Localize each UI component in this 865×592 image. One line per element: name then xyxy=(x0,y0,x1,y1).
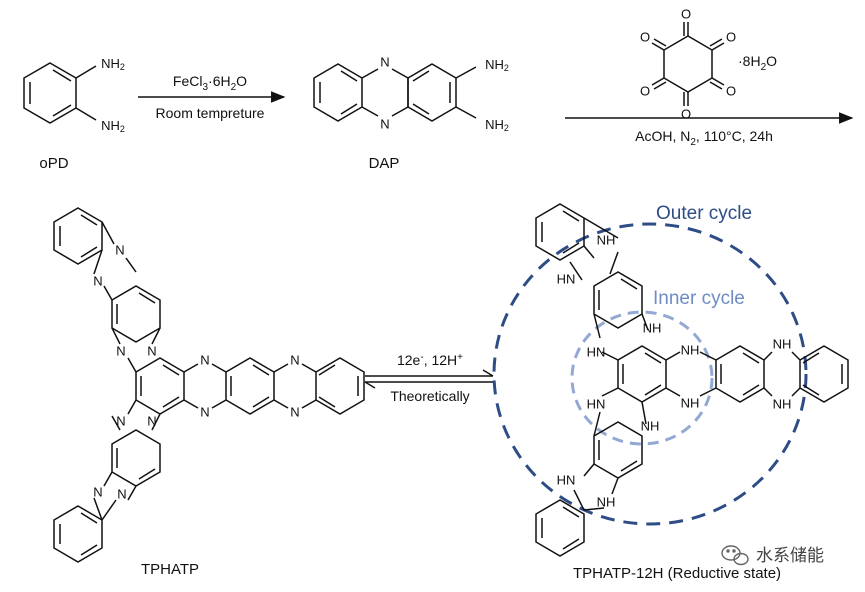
tphatp12h-nh: NH xyxy=(681,396,700,411)
tphatp-n-atoms: N N N N N N N N N N N N xyxy=(93,243,299,502)
tphatp12h-label: TPHATP-12H (Reductive state) xyxy=(573,565,781,582)
tphatp-n: N xyxy=(116,414,125,429)
ketone-o-1: O xyxy=(681,7,691,22)
step2-condition: AcOH, N2, 110°C, 24h xyxy=(635,128,773,148)
step1-reagent: FeCl3·6H2O xyxy=(173,73,247,93)
tphatp-n: N xyxy=(93,274,102,289)
tphatp12h-nh: NH xyxy=(641,419,660,434)
tphatp12h-nh: HN xyxy=(587,397,606,412)
opd-nh2-top: NH2 xyxy=(101,56,125,73)
ketone-o-5: O xyxy=(640,84,650,99)
tphatp-molecule xyxy=(53,207,365,563)
dap-nh2-bottom: NH2 xyxy=(485,117,509,134)
tphatp-n: N xyxy=(290,405,299,420)
opd-nh2-bottom: NH2 xyxy=(101,118,125,135)
tphatp12h-nh: NH xyxy=(597,233,616,248)
tphatp12h-nh: HN xyxy=(557,473,576,488)
watermark-text: 水系储能 xyxy=(756,546,824,566)
tphatp-n: N xyxy=(147,414,156,429)
tphatp12h-nh: NH xyxy=(773,397,792,412)
tphatp12h-nh: NH xyxy=(681,343,700,358)
tphatp12h-nh: HN xyxy=(557,272,576,287)
inner-cycle xyxy=(570,310,714,446)
tphatp-n: N xyxy=(116,344,125,359)
ketone-o-6: O xyxy=(640,30,650,45)
opd-label: oPD xyxy=(39,155,68,172)
tphatp12h-molecule xyxy=(535,203,849,557)
dap-n-top: N xyxy=(380,55,389,70)
ketone-o-3: O xyxy=(726,84,736,99)
tphatp-n: N xyxy=(200,405,209,420)
opd-molecule xyxy=(23,62,97,124)
tphatp12h-nh-atoms: NH HN NH HN NH NH HN NH NH NH HN NH xyxy=(557,233,792,510)
step3-condition: Theoretically xyxy=(390,388,469,404)
tphatp-n: N xyxy=(117,487,126,502)
wechat-icon xyxy=(721,545,749,566)
dap-label: DAP xyxy=(369,155,400,172)
tphatp-n: N xyxy=(115,243,124,258)
tphatp12h-nh: NH xyxy=(643,321,662,336)
outer-cycle-label: Outer cycle xyxy=(656,203,752,224)
tphatp-n: N xyxy=(290,353,299,368)
hexaketone-molecule xyxy=(651,22,725,106)
dap-molecule xyxy=(313,63,477,122)
step1-condition: Room tempreture xyxy=(156,105,265,121)
tphatp-label: TPHATP xyxy=(141,561,199,578)
inner-cycle-label: Inner cycle xyxy=(653,288,745,309)
tphatp-n: N xyxy=(93,485,102,500)
dap-nh2-top: NH2 xyxy=(485,57,509,74)
hydrate-label: ·8H2O xyxy=(738,53,777,73)
ketone-o-2: O xyxy=(726,30,736,45)
dap-n-bottom: N xyxy=(380,117,389,132)
tphatp-n: N xyxy=(200,353,209,368)
tphatp12h-nh: HN xyxy=(587,345,606,360)
tphatp-n: N xyxy=(147,344,156,359)
watermark: 水系储能 xyxy=(721,545,824,566)
outer-cycle xyxy=(492,222,808,526)
ketone-o-4: O xyxy=(681,107,691,122)
step3-reagent: 12e-, 12H+ xyxy=(397,352,463,368)
tphatp12h-nh: NH xyxy=(773,337,792,352)
tphatp12h-nh: NH xyxy=(597,495,616,510)
